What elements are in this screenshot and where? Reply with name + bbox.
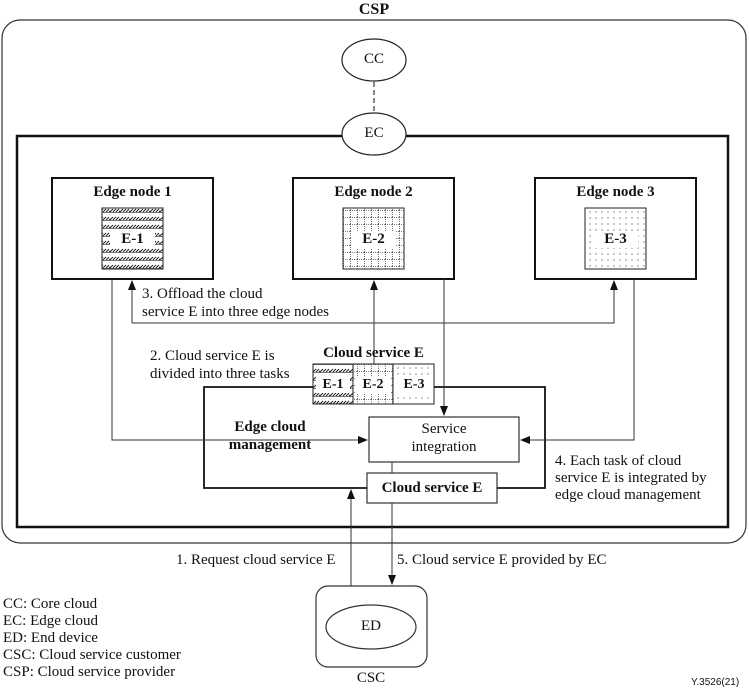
service-integration-line2: integration (411, 439, 477, 455)
edge-node-3-title: Edge node 3 (576, 184, 655, 200)
service-integration-box (368, 416, 520, 463)
step5-label: 5. Cloud service E provided by EC (397, 552, 607, 568)
split-title: Cloud service E (323, 345, 424, 361)
edge-cloud-management-frame (203, 386, 367, 489)
ed-label: ED (361, 618, 381, 634)
task-e1-label: E-1 (110, 231, 155, 248)
cc-label: CC (363, 51, 384, 67)
legend-item: CSC: Cloud service customer (3, 647, 181, 663)
edge-node-1-title: Edge node 1 (93, 184, 172, 200)
edge-cloud-management-line1: Edge cloud (234, 419, 306, 435)
csp-boundary (1, 19, 747, 544)
task-e2-label: E-2 (351, 231, 396, 248)
cloud-service-e-label: Cloud service E (381, 480, 483, 496)
step4-line3: edge cloud management (555, 487, 701, 503)
csp-title: CSP (358, 1, 390, 18)
step1-label: 1. Request cloud service E (176, 552, 336, 568)
step3-line1: 3. Offload the cloud (142, 286, 263, 302)
service-integration-line1: Service (421, 421, 467, 437)
ed-ellipse (325, 604, 417, 650)
step4-line1: 4. Each task of cloud (555, 453, 682, 469)
step4-line2: service E is integrated by (555, 470, 707, 486)
cloud-service-e-box (366, 472, 498, 504)
split-e3-label: E-3 (397, 376, 431, 393)
node3-return-line (520, 279, 635, 444)
split-e1-label: E-1 (316, 376, 350, 393)
edge-cloud-management-frame-right (434, 386, 546, 489)
ec-ellipse (341, 112, 407, 156)
legend-item: CC: Core cloud (3, 596, 98, 612)
legend-item: EC: Edge cloud (3, 613, 98, 629)
split-e2-label: E-2 (356, 376, 390, 393)
legend-item: CSP: Cloud service provider (3, 664, 176, 680)
edge-node-2-title: Edge node 2 (334, 184, 413, 200)
task-e3-label: E-3 (593, 231, 638, 248)
csc-label: CSC (356, 670, 386, 686)
offload-line (132, 280, 618, 324)
step3-line2: service E into three edge nodes (142, 304, 330, 320)
step2-line1: 2. Cloud service E is (150, 348, 275, 364)
figure-id: Y.3526(21) (691, 677, 740, 688)
legend: CC: Core cloud EC: Edge cloud ED: End de… (3, 596, 181, 681)
edge-cloud-management-line2: management (228, 437, 312, 453)
legend-item: ED: End device (3, 630, 98, 646)
step2-line2: divided into three tasks (150, 366, 290, 382)
ec-label: EC (364, 125, 384, 141)
cc-ellipse (341, 38, 407, 82)
node1-return-line (111, 279, 368, 444)
